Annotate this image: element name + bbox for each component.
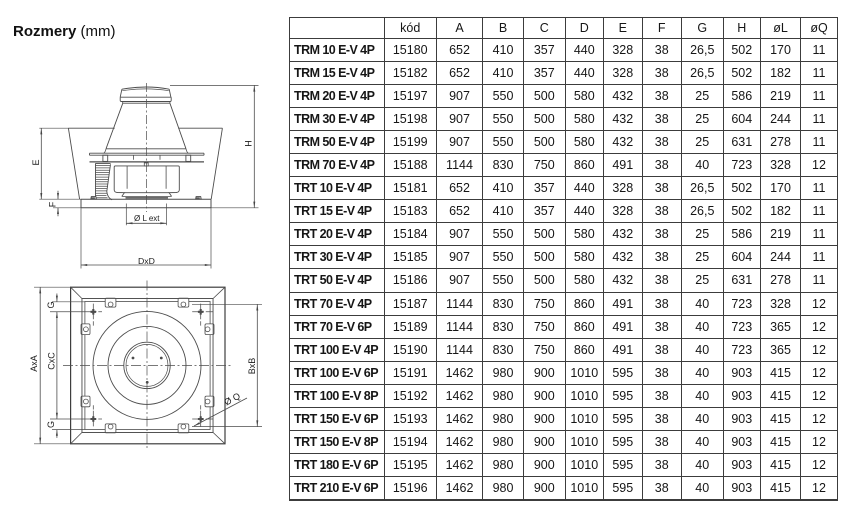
svg-text:G: G (46, 421, 56, 428)
svg-text:DxD: DxD (138, 256, 155, 266)
svg-text:Ø L ext: Ø L ext (134, 214, 160, 223)
svg-text:F: F (47, 201, 57, 207)
svg-text:H: H (243, 140, 253, 147)
svg-text:E: E (31, 159, 41, 165)
svg-text:BxB: BxB (247, 358, 257, 375)
svg-text:CxC: CxC (46, 352, 56, 370)
svg-text:AxA: AxA (29, 355, 39, 372)
svg-text:G: G (46, 301, 56, 308)
